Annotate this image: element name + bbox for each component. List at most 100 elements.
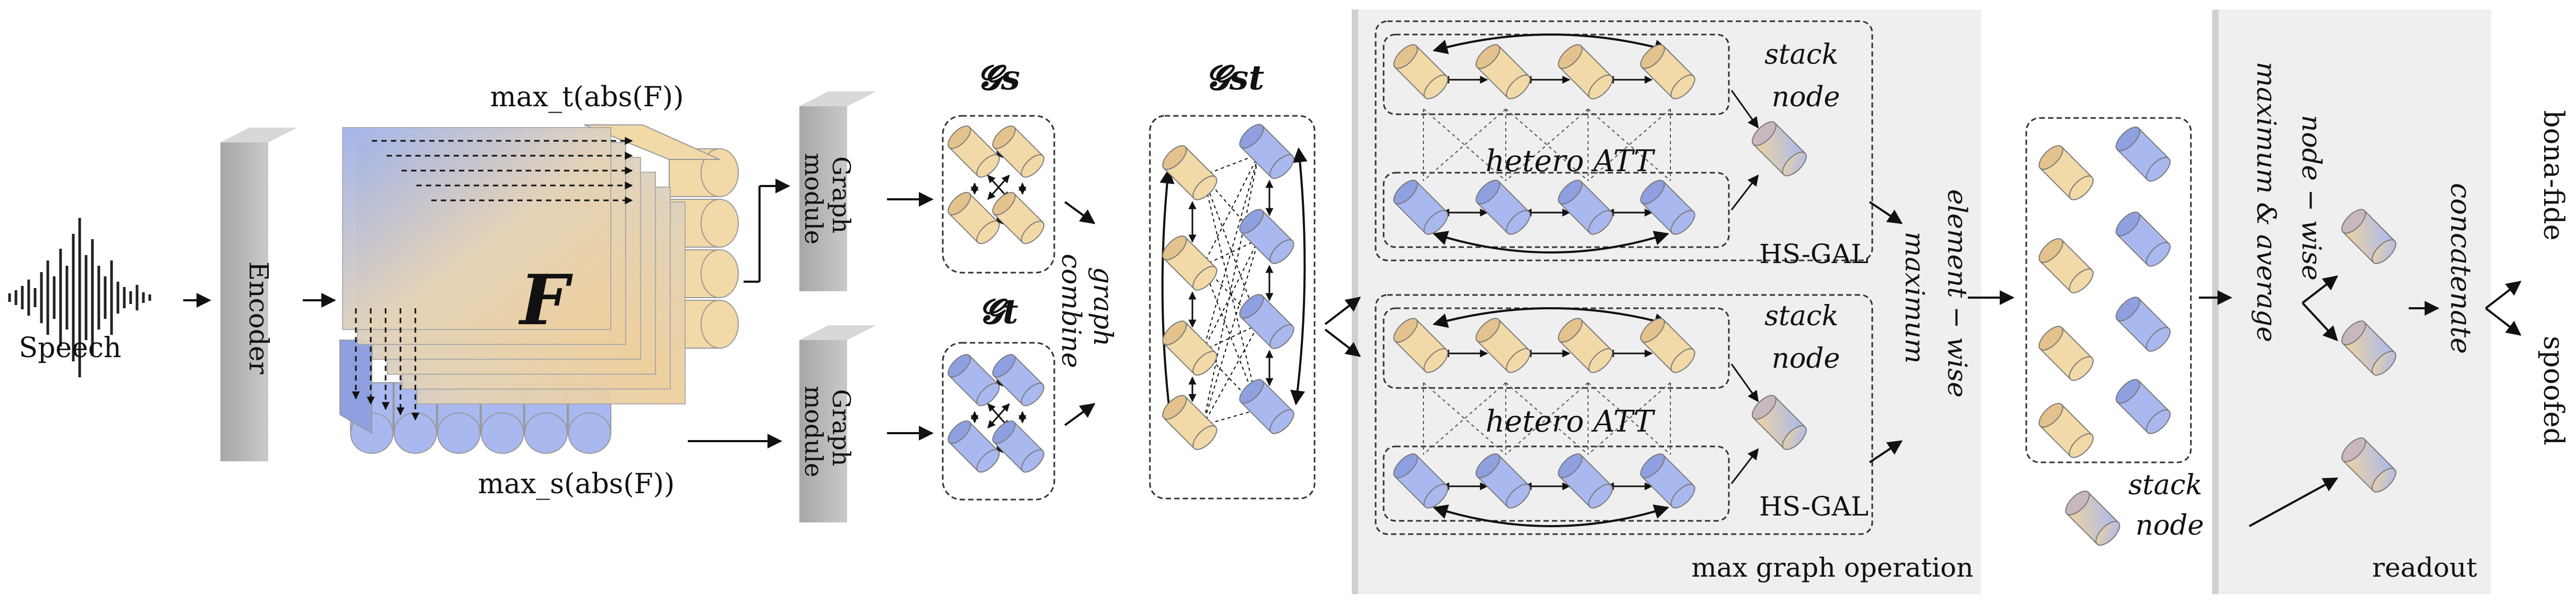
orange-group-box [1383, 33, 1730, 115]
node-cylinder [948, 354, 1000, 407]
node-cylinder [1162, 320, 1217, 376]
node-cylinder [1239, 379, 1294, 434]
node-cylinder [2116, 379, 2171, 434]
node-cylinder [992, 420, 1045, 473]
hsgal-outer-box [1375, 294, 1873, 535]
arrow [1064, 403, 1096, 426]
node-cylinder [2116, 212, 2171, 267]
graph-module-bottom-line1: Graph [827, 389, 856, 466]
time-cylinder-cap [701, 300, 739, 349]
max-graph-operation-label: max graph operation [1692, 552, 1974, 583]
space-cylinder-cap [394, 412, 437, 454]
encoder-label: Encoder [243, 261, 274, 374]
node-cylinder [1558, 453, 1613, 509]
node-cylinder [1475, 180, 1531, 235]
node-cylinder [1640, 44, 1695, 99]
arrow [1202, 154, 1259, 266]
arrow [1432, 307, 1669, 328]
hsgal-1-label: HS-GAL [1759, 239, 1869, 269]
gt-box [942, 342, 1055, 501]
time-cylinder-cap [701, 148, 739, 197]
node-cylinder [1393, 318, 1448, 373]
node-cylinder [1752, 395, 1807, 450]
stack-node-3-line2: node [2136, 510, 2204, 542]
element-wise-line1: element − wise [1942, 189, 1973, 398]
node-cylinder [1239, 294, 1294, 349]
svg-text:graph combine: graph combine [1056, 254, 1119, 368]
node-wise-line1: node − wise [2296, 115, 2327, 281]
stack-node-2-label: stack node [1764, 300, 1847, 375]
node-cylinder [1239, 124, 1294, 179]
hetero-edge [1588, 108, 1671, 181]
arrow [1432, 33, 1669, 54]
arrow [987, 174, 1010, 200]
node-cylinder [1239, 209, 1294, 264]
node-cylinder [948, 125, 1000, 178]
node-cylinder [2116, 297, 2171, 352]
hsgal-block-2 [1375, 294, 1873, 535]
element-wise-line2: maximum [1899, 232, 1930, 364]
arrow [1202, 154, 1259, 176]
node-cylinder [1640, 318, 1695, 373]
readout-panel [2217, 10, 2491, 594]
space-cylinder-cap [568, 412, 611, 454]
encoder-block: Encoder [220, 128, 297, 461]
gst-graph [1159, 124, 1308, 450]
blue-group-box [1383, 172, 1730, 248]
arrow [1730, 448, 1759, 484]
node-cylinder [1162, 395, 1217, 450]
hsgal-block-1 [1375, 20, 1873, 261]
gs-box [942, 115, 1055, 274]
arrow [1202, 239, 1259, 426]
arrow [1730, 364, 1759, 402]
gt-graph [948, 354, 1045, 473]
hetero-edge [1505, 108, 1589, 181]
space-cylinder-cap [437, 412, 481, 454]
svg-text:Graph module: Graph module [799, 386, 856, 477]
arrow [1202, 154, 1259, 426]
node-cylinder [1558, 180, 1613, 235]
arrow [2301, 302, 2338, 342]
stack-node-1-line2: node [1772, 81, 1840, 113]
hetero-edge [1588, 382, 1671, 455]
node-cylinder [2341, 437, 2396, 493]
arrow [1290, 147, 1308, 406]
arrow [1064, 201, 1096, 224]
svg-text:element − wise maximum: element − wise maximum [1899, 189, 1973, 406]
arrow [1202, 175, 1259, 410]
time-slab [584, 124, 720, 160]
time-cylinder-cap [701, 249, 739, 298]
arrow [1432, 231, 1669, 254]
stack-node-3-line1: stack [2128, 469, 2202, 501]
blue-group-box [1383, 445, 1730, 522]
output-nodes-box [2025, 117, 2192, 463]
node-cylinder [2038, 145, 2094, 200]
hetero-edge [1588, 382, 1671, 455]
node-cylinder [2038, 403, 2094, 458]
gs-graph [948, 125, 1045, 244]
readout-label: readout [2372, 552, 2477, 583]
stack-node-3-label: stack node [2128, 469, 2211, 542]
graph-module-top-line2: module [799, 153, 828, 244]
hetero-edge [1505, 382, 1589, 455]
graph-module-bottom: Graph module [799, 325, 876, 522]
arrow [1202, 154, 1259, 351]
orange-group-box [1383, 307, 1730, 389]
node-cylinder [1475, 453, 1531, 509]
space-cylinder-cap [524, 412, 568, 454]
arrow [1869, 440, 1903, 463]
node-cylinder [992, 192, 1045, 244]
max-t-label: max_t(abs(F)) [490, 81, 684, 113]
concatenate-label: concatenate [2444, 183, 2476, 354]
arrow [1202, 239, 1259, 351]
node-cylinder [1640, 453, 1695, 509]
arrow [987, 403, 1010, 429]
arrow [2485, 307, 2522, 336]
hetero-edge [1505, 108, 1589, 181]
readout-nodes [2341, 209, 2396, 493]
graph-module-top: Graph module [799, 91, 876, 291]
node-cylinder [2116, 126, 2171, 182]
hetero-edge [1423, 382, 1506, 455]
hetero-edge [1423, 108, 1506, 181]
arrow [1159, 168, 1177, 427]
